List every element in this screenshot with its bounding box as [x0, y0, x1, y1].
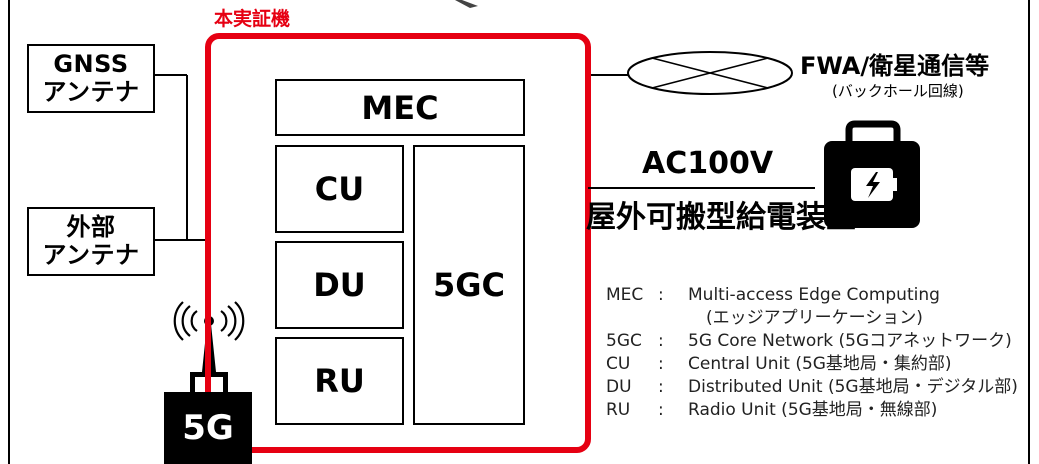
backhaul-label: FWA/衛星通信等	[800, 52, 990, 80]
power-voltage-label: AC100V	[642, 146, 774, 181]
power-divider-line	[588, 187, 815, 189]
legend-abbr: DU	[606, 377, 632, 397]
legend-colon: :	[658, 377, 664, 397]
legend-row: CU : Central Unit (5G基地局・集約部)	[606, 353, 1018, 376]
legend-desc: Distributed Unit (5G基地局・デジタル部)	[688, 377, 1018, 397]
legend-abbr: CU	[606, 354, 631, 374]
external-antenna-line2: アンテナ	[42, 240, 140, 269]
legend-row: RU : Radio Unit (5G基地局・無線部)	[606, 399, 1018, 422]
legend-row: DU : Distributed Unit (5G基地局・デジタル部)	[606, 376, 1018, 399]
legend-desc: 5G Core Network (5Gコアネットワーク)	[688, 331, 1012, 351]
cropped-figure-fragment	[455, 0, 478, 8]
legend-desc: Central Unit (5G基地局・集約部)	[688, 354, 952, 374]
cloud-ellipse-icon	[627, 51, 793, 95]
legend-abbr: RU	[606, 400, 631, 420]
radio-waves-icon	[173, 301, 245, 341]
legend-row: MEC : Multi-access Edge Computing	[606, 284, 1018, 307]
legend-abbr: MEC	[606, 285, 644, 305]
legend-desc: Radio Unit (5G基地局・無線部)	[688, 400, 938, 420]
gnss-antenna-line1: GNSS	[53, 49, 129, 78]
ru-module: RU	[275, 337, 404, 425]
legend-colon: :	[658, 331, 664, 351]
legend-desc: Multi-access Edge Computing	[688, 285, 940, 305]
prototype-container	[205, 33, 591, 453]
external-antenna-line1: 外部	[66, 212, 116, 241]
du-module: DU	[275, 241, 404, 329]
frame-left-border	[8, 0, 10, 464]
legend-colon: :	[658, 285, 664, 305]
core-5gc-module: 5GC	[413, 145, 525, 425]
legend-colon: :	[658, 354, 664, 374]
legend-row: (エッジアプリーケーション)	[606, 307, 1018, 330]
legend-abbr: 5GC	[606, 331, 642, 351]
portable-battery-icon	[824, 120, 920, 228]
power-device-label: 屋外可搬型給電装置	[586, 200, 856, 235]
legend-desc: (エッジアプリーケーション)	[706, 308, 923, 328]
gnss-antenna-box: GNSS アンテナ	[27, 44, 155, 113]
legend-row: 5GC : 5G Core Network (5Gコアネットワーク)	[606, 330, 1018, 353]
mec-module: MEC	[275, 79, 525, 136]
legend-colon: :	[658, 400, 664, 420]
gnss-antenna-line2: アンテナ	[42, 77, 140, 106]
frame-right-border	[1028, 0, 1030, 464]
abbreviation-legend: MEC : Multi-access Edge Computing (エッジアプ…	[606, 284, 1018, 422]
cu-module: CU	[275, 145, 404, 233]
backhaul-sublabel: (バックホール回線)	[832, 82, 964, 100]
external-antenna-box: 外部 アンテナ	[27, 207, 155, 276]
prototype-title: 本実証機	[214, 8, 291, 30]
base-station-5g-box: 5G	[164, 392, 252, 464]
